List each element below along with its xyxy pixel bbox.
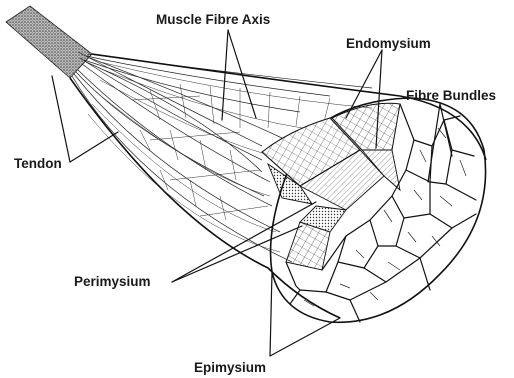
- label-endomysium: Endomysium: [346, 36, 431, 51]
- label-tendon: Tendon: [14, 156, 62, 171]
- label-epimysium: Epimysium: [194, 360, 266, 375]
- label-fibre-bundles: Fibre Bundles: [406, 88, 496, 103]
- label-muscle-fibre-axis: Muscle Fibre Axis: [156, 12, 270, 27]
- leader-lines: [52, 30, 452, 356]
- cross-section: [262, 98, 486, 322]
- label-perimysium: Perimysium: [74, 274, 151, 289]
